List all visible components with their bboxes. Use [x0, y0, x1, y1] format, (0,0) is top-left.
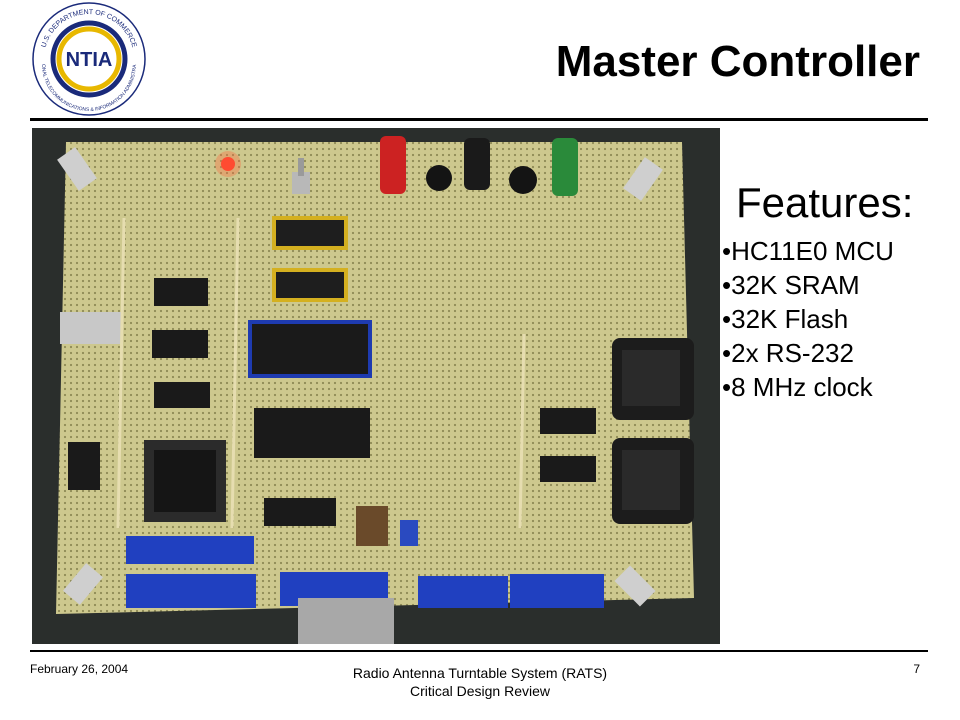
footer-line-1: Radio Antenna Turntable System (RATS) — [352, 665, 608, 681]
slide-title: Master Controller — [555, 37, 920, 86]
feature-item: •32K Flash — [722, 304, 849, 334]
page-number: 7 — [913, 662, 920, 676]
logo-abbrev: NTIA — [66, 49, 113, 71]
feature-item: •HC11E0 MCU — [722, 236, 894, 266]
footer-line-2: Critical Design Review — [409, 683, 551, 699]
ntia-logo: U.S. DEPARTMENT OF COMMERCE NATIONAL TEL… — [30, 0, 146, 116]
circuit-board-photo — [32, 128, 720, 644]
feature-item: •32K SRAM — [722, 270, 860, 300]
footer-divider — [30, 650, 928, 652]
feature-item: •2x RS-232 — [722, 338, 854, 368]
feature-item: •8 MHz clock — [722, 372, 873, 402]
features-heading: Features: — [736, 179, 914, 226]
footer-caption: Radio Antenna Turntable System (RATS) Cr… — [280, 664, 680, 700]
title-divider — [30, 118, 928, 121]
footer-date: February 26, 2004 — [30, 662, 129, 676]
feature-list: •HC11E0 MCU •32K SRAM •32K Flash •2x RS-… — [722, 234, 894, 404]
